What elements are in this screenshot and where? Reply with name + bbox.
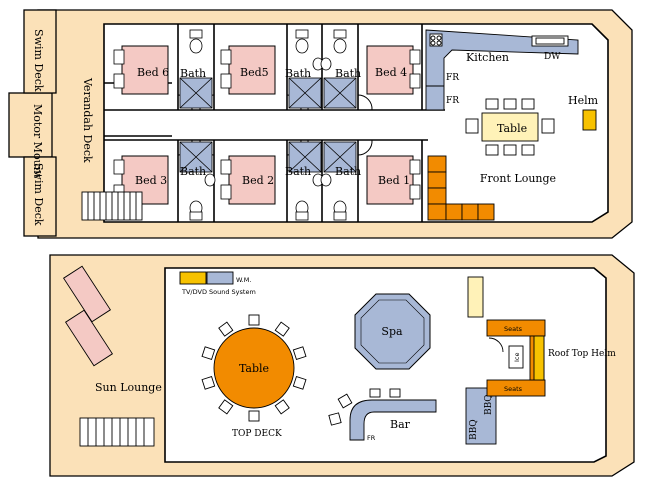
table-chair bbox=[201, 375, 216, 390]
fr-label-2: FR bbox=[446, 96, 459, 106]
top-stairs bbox=[79, 417, 155, 447]
table-chair bbox=[274, 399, 290, 415]
lower-deck: Bed 6 Bed5 Bed 4 Bed 3 Bed 2 bbox=[8, 9, 633, 239]
top-cabins bbox=[104, 24, 445, 111]
kitchen bbox=[425, 29, 579, 111]
table-chair bbox=[248, 314, 260, 326]
swim-deck-top bbox=[23, 9, 57, 94]
table-chair bbox=[292, 375, 307, 390]
bath-label-6: Bath bbox=[335, 165, 361, 178]
table-chair bbox=[274, 321, 290, 337]
seats-bottom-label: Seats bbox=[504, 385, 523, 393]
motor-mount-text: Motor Mount bbox=[31, 104, 44, 179]
bed-2: Bed 2 bbox=[220, 155, 276, 205]
bar-label: Bar bbox=[390, 418, 411, 431]
bed-3: Bed 3 bbox=[113, 155, 169, 205]
top-deck: TV/DVD Sound System W.M. Table Spa Bar F… bbox=[49, 254, 635, 477]
round-table bbox=[201, 314, 307, 422]
table-chair bbox=[218, 321, 234, 337]
motor-mount-label: Motor Mount bbox=[31, 104, 44, 179]
bath-label-4: Bath bbox=[180, 165, 206, 178]
round-table-label: Table bbox=[239, 362, 269, 375]
spa bbox=[354, 293, 431, 370]
dw-label: DW bbox=[544, 52, 561, 62]
bed-4: Bed 4 bbox=[366, 45, 421, 95]
bed-6: Bed 6 bbox=[113, 45, 169, 95]
bed-5-label: Bed5 bbox=[240, 66, 269, 79]
bar-counter bbox=[328, 388, 437, 441]
kitchen-label: Kitchen bbox=[466, 51, 509, 64]
top-deck-label: TOP DECK bbox=[232, 429, 282, 439]
bed-5: Bed5 bbox=[220, 45, 276, 95]
bottom-cabins bbox=[104, 139, 428, 222]
roof-seating bbox=[486, 319, 546, 397]
roof-helm-label: Roof Top Helm bbox=[548, 349, 616, 359]
verandah-deck-label: Verandah Deck bbox=[81, 77, 94, 163]
fr-label-1: FR bbox=[446, 73, 459, 83]
bath-label-3: Bath bbox=[335, 67, 361, 80]
sun-lounge-label: Sun Lounge bbox=[95, 381, 162, 394]
bed-4-label: Bed 4 bbox=[375, 66, 407, 79]
lower-stairs bbox=[81, 191, 143, 221]
helm-label: Helm bbox=[568, 94, 599, 107]
bbq-label-1: BBQ bbox=[469, 419, 479, 440]
bath-fixtures-bottom bbox=[179, 141, 357, 221]
tv-label: TV/DVD Sound System bbox=[181, 288, 256, 296]
swim-deck-top-label: Swim Deck bbox=[32, 29, 45, 92]
helm-console bbox=[582, 109, 597, 131]
front-lounge-text: Front Lounge bbox=[480, 172, 556, 185]
washing-machine bbox=[206, 271, 234, 285]
spa-inner bbox=[360, 299, 425, 364]
wm-label: W.M. bbox=[236, 276, 251, 284]
bed-6-label: Bed 6 bbox=[137, 66, 169, 79]
table-label: Table bbox=[497, 122, 527, 135]
table-chair bbox=[201, 346, 216, 361]
bed-2-label: Bed 2 bbox=[242, 174, 274, 187]
bath-fixtures-top bbox=[179, 29, 357, 109]
dining-table bbox=[465, 98, 555, 156]
swim-deck-bottom bbox=[23, 156, 57, 237]
bath-label-5: Bath bbox=[285, 165, 311, 178]
bed-1: Bed 1 bbox=[366, 155, 421, 205]
roof-helm-text: Roof Top Helm bbox=[548, 349, 616, 359]
bath-label-2: Bath bbox=[285, 67, 311, 80]
motor-mount bbox=[8, 92, 53, 158]
sun-loungers bbox=[62, 265, 114, 367]
table-chair bbox=[248, 410, 260, 422]
seats-top-label: Seats bbox=[504, 325, 523, 333]
table-chair bbox=[292, 346, 307, 361]
bed-1-label: Bed 1 bbox=[378, 174, 410, 187]
front-lounge-sofa bbox=[427, 155, 495, 221]
table-chair bbox=[218, 399, 234, 415]
bath-label-1: Bath bbox=[180, 67, 206, 80]
storage-box bbox=[467, 276, 484, 318]
swim-deck-bottom-label: Swim Deck bbox=[32, 163, 45, 226]
spa-label: Spa bbox=[381, 325, 403, 338]
front-lounge-label: Front Lounge bbox=[480, 172, 556, 185]
ice-label: Ice bbox=[513, 353, 521, 363]
bed-3-label: Bed 3 bbox=[135, 174, 167, 187]
fr-top-label: FR bbox=[367, 434, 376, 442]
bbq-unit bbox=[465, 387, 497, 445]
bbq-label-2: BBQ bbox=[484, 394, 494, 415]
tv-cabinet bbox=[179, 271, 207, 285]
